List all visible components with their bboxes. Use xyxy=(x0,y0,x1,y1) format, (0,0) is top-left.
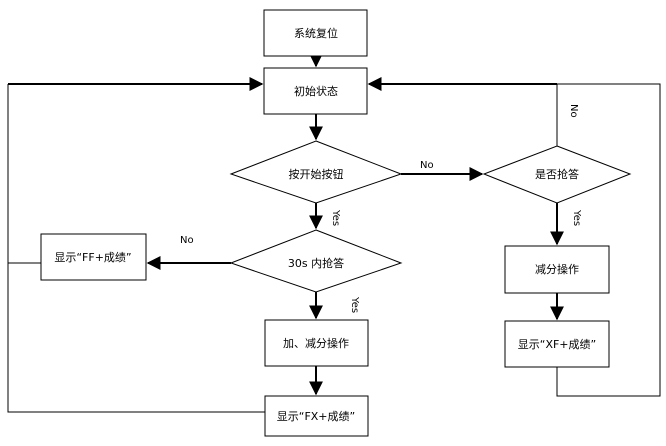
node-show-fx-label: 显示“FX+成绩” xyxy=(277,410,355,423)
node-add-sub: 加、减分操作 xyxy=(264,319,369,367)
node-add-sub-label: 加、减分操作 xyxy=(283,336,349,350)
node-sub-op: 减分操作 xyxy=(504,245,610,294)
node-show-xf-label: 显示“XF+成绩” xyxy=(518,338,596,351)
node-reset-label: 系统复位 xyxy=(294,26,338,40)
decision-whether-answer: 是否抢答 xyxy=(482,145,632,204)
decision-answer-30s-label: 30s 内抢答 xyxy=(288,256,344,270)
node-sub-op-label: 减分操作 xyxy=(535,262,579,276)
edge-label-answer-yes: Yes xyxy=(349,296,360,313)
node-show-fx: 显示“FX+成绩” xyxy=(264,395,369,437)
edge-label-start-no: No xyxy=(420,160,434,171)
node-show-ff: 显示“FF+成绩” xyxy=(40,233,147,281)
node-reset: 系统复位 xyxy=(263,9,368,57)
edge-label-whether-no: No xyxy=(568,104,579,118)
edge-label-whether-yes: Yes xyxy=(571,209,582,226)
loop-showfx-left xyxy=(7,263,265,413)
node-initial: 初始状态 xyxy=(263,67,368,115)
loop-showff-left xyxy=(7,84,41,264)
node-show-ff-label: 显示“FF+成绩” xyxy=(54,251,131,264)
node-show-xf: 显示“XF+成绩” xyxy=(504,320,610,368)
decision-press-start-label: 按开始按钮 xyxy=(289,167,344,181)
decision-whether-answer-label: 是否抢答 xyxy=(535,167,579,181)
edge-label-start-yes: Yes xyxy=(330,209,341,226)
decision-press-start: 按开始按钮 xyxy=(229,140,403,204)
node-initial-label: 初始状态 xyxy=(294,84,338,98)
edge-label-answer-no: No xyxy=(180,235,194,246)
loop-showxf-right xyxy=(556,83,661,397)
decision-answer-30s: 30s 内抢答 xyxy=(229,229,403,293)
